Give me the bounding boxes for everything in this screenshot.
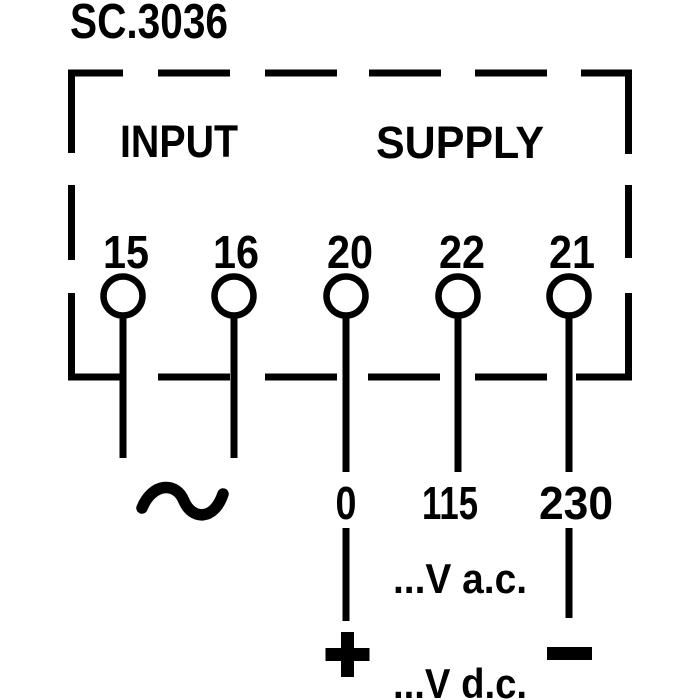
terminal-16-circle <box>211 273 257 319</box>
terminal-numbers: 15 16 20 22 21 <box>103 226 595 278</box>
input-section-label: INPUT <box>120 116 238 167</box>
voltage-tap-230-label: 230 <box>539 477 613 529</box>
terminal-21-number: 21 <box>549 226 595 278</box>
terminal-16-number: 16 <box>213 226 259 278</box>
terminal-22-circle <box>435 273 481 319</box>
voltage-tap-115-label: 115 <box>422 477 478 529</box>
voltage-tap-labels: 0 115 230 <box>336 477 614 529</box>
terminal-20-circle <box>323 273 369 319</box>
terminal-15-circle <box>100 273 146 319</box>
ac-rating-label: ...V a.c. <box>393 555 527 602</box>
terminal-15-number: 15 <box>103 226 149 278</box>
dc-rating-label: ...V d.c. <box>393 660 527 700</box>
ac-sine-icon <box>136 481 229 521</box>
terminal-21-circle <box>546 273 592 319</box>
supply-section-label: SUPPLY <box>376 117 544 168</box>
terminal-22-number: 22 <box>439 226 485 278</box>
terminal-circles <box>100 273 592 319</box>
terminal-wires <box>119 314 573 621</box>
terminal-20-number: 20 <box>327 226 373 278</box>
voltage-tap-0-label: 0 <box>336 477 357 529</box>
enclosure-dashed-border <box>68 69 632 381</box>
page-title: SC.3036 <box>70 0 228 49</box>
plus-icon <box>325 632 370 677</box>
